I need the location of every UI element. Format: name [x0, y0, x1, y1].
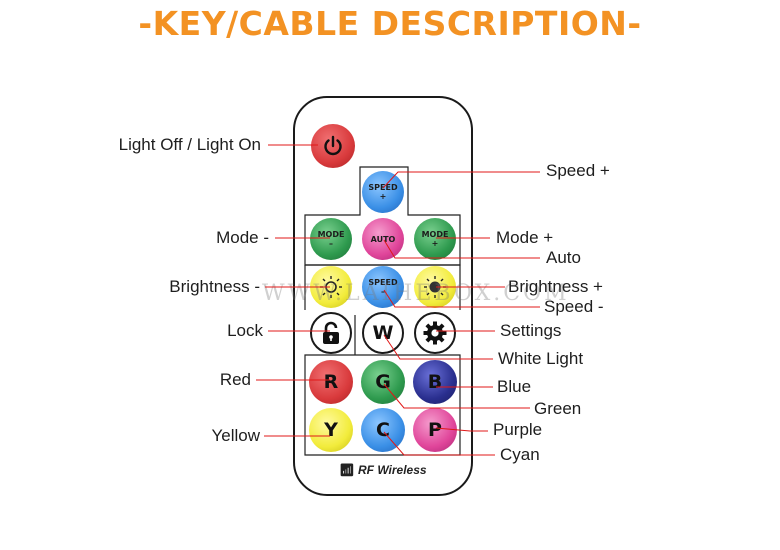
watermark: WWW.LAIHEBOX.COM: [262, 281, 570, 306]
mode-up-button[interactable]: MODE +: [414, 218, 456, 260]
yellow-button[interactable]: Y: [309, 408, 353, 452]
label-yellow: Yellow: [211, 426, 260, 445]
power-icon: [324, 135, 342, 156]
lock-icon: [323, 321, 339, 344]
green-button[interactable]: G: [361, 360, 405, 404]
label-brightness-up: Brightness +: [508, 277, 603, 296]
label-brightness-down: Brightness -: [169, 277, 260, 296]
label-speed-up: Speed +: [546, 161, 610, 180]
speed-down-button[interactable]: SPEED –: [362, 266, 404, 308]
settings-button[interactable]: [414, 312, 456, 354]
label-cyan: Cyan: [500, 445, 540, 464]
label-light-toggle: Light Off / Light On: [118, 135, 261, 154]
label-green: Green: [534, 399, 582, 418]
lock-button[interactable]: [310, 312, 352, 354]
power-button[interactable]: [311, 124, 355, 168]
label-purple: Purple: [493, 420, 543, 439]
white-light-button[interactable]: W: [362, 312, 404, 354]
purple-button[interactable]: P: [413, 408, 457, 452]
label-auto: Auto: [546, 248, 581, 267]
wireless-icon: 📶︎: [339, 463, 355, 477]
label-red: Red: [219, 370, 251, 389]
label-white-light: White Light: [498, 349, 584, 368]
label-mode-down: Mode -: [216, 228, 269, 247]
page-title: -KEY/CABLE DESCRIPTION-: [138, 4, 642, 43]
label-settings: Settings: [500, 321, 562, 340]
label-mode-up: Mode +: [496, 228, 554, 247]
blue-button[interactable]: B: [413, 360, 457, 404]
label-blue: Blue: [497, 377, 532, 396]
red-button[interactable]: R: [309, 360, 353, 404]
cyan-button[interactable]: C: [361, 408, 405, 452]
label-speed-down: Speed -: [544, 297, 604, 316]
gear-icon: [423, 321, 447, 345]
auto-button[interactable]: AUTO: [362, 218, 404, 260]
mode-down-button[interactable]: MODE –: [310, 218, 352, 260]
sun-plus-icon: [424, 276, 446, 298]
brand-label: 📶︎ RF Wireless: [339, 463, 427, 477]
label-lock: Lock: [227, 321, 263, 340]
